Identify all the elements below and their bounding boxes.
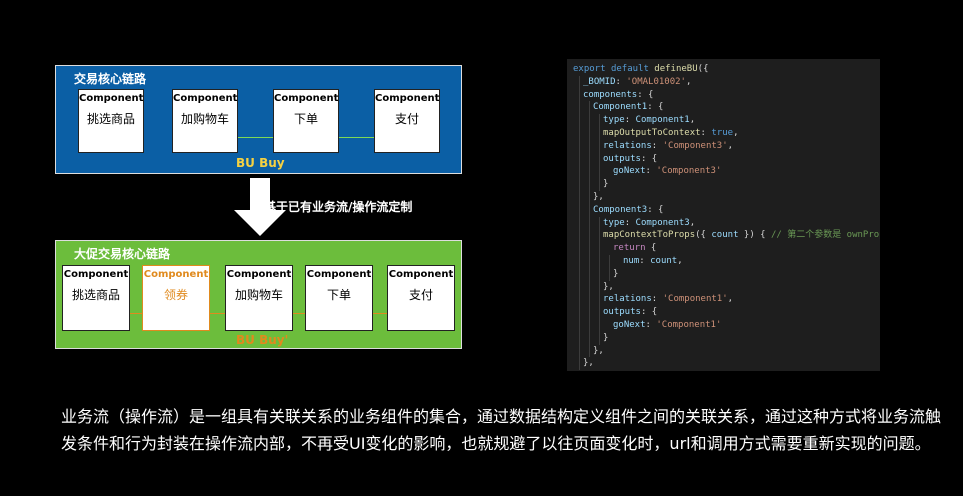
code-line: return {: [613, 243, 657, 254]
component-box: Component 领券: [142, 265, 210, 331]
component-header: Component: [274, 93, 339, 104]
component-header: Component: [173, 93, 238, 104]
component-label: 支付: [394, 112, 419, 126]
code-line: relations: 'Component3',: [603, 140, 734, 151]
code-line: },: [593, 192, 604, 202]
component-box: Component 支付: [374, 89, 440, 153]
code-line: export default defineBU({: [573, 64, 709, 74]
indent-guide: [589, 101, 590, 358]
code-line: _BOMID: 'OMAL01002',: [583, 76, 692, 87]
component-label: 支付: [408, 288, 433, 302]
code-line: mapOutputToContext: true,: [603, 128, 739, 138]
component-header: Component: [388, 269, 454, 280]
code-line: }: [603, 179, 609, 190]
code-line: num: count,: [623, 256, 683, 266]
component-label: 领券: [163, 288, 188, 302]
indent-guide: [579, 75, 580, 371]
component-header: Component: [143, 269, 209, 280]
indent-guide: [599, 114, 600, 191]
code-line: components: {: [583, 89, 654, 100]
code-line: type: Component3,: [603, 217, 696, 228]
code-line: Component3: {: [593, 204, 664, 215]
component-label: 下单: [293, 112, 318, 126]
component-box: Component 挑选商品: [78, 89, 144, 153]
bottom-bu-label: BU Buy': [236, 333, 289, 347]
code-line: }: [613, 268, 619, 279]
component-box: Component 挑选商品: [62, 265, 130, 331]
component-label: 加购物车: [234, 288, 283, 302]
code-line: mapContextToProps({ count }) { // 第二个参数是…: [603, 230, 880, 241]
bottom-panel-title: 大促交易核心链路: [74, 247, 171, 261]
code-line: outputs: {: [603, 153, 658, 164]
code-line: goNext: 'Component3': [613, 166, 722, 177]
component-label: 挑选商品: [71, 288, 120, 302]
down-arrow-icon: [234, 178, 286, 236]
component-box: Component 支付: [387, 265, 455, 331]
top-panel-title: 交易核心链路: [74, 72, 147, 86]
description-text: 业务流（操作流）是一组具有关联关系的业务组件的集合，通过数据结构定义组件之间的关…: [61, 407, 942, 453]
component-box: Component 加购物车: [172, 89, 238, 153]
indent-guide: [599, 216, 600, 345]
code-line: },: [593, 345, 604, 356]
code-line: Component1: {: [593, 102, 664, 113]
component-label: 挑选商品: [86, 112, 135, 126]
component-box: Component 下单: [305, 265, 373, 331]
component-label: 下单: [326, 288, 351, 302]
component-header: Component: [306, 269, 372, 280]
component-header: Component: [375, 93, 440, 104]
component-box: Component 加购物车: [225, 265, 293, 331]
component-box: Component 下单: [273, 89, 339, 153]
component-header: Component: [226, 269, 292, 280]
component-header: Component: [63, 269, 129, 280]
code-line: type: Component1,: [603, 115, 696, 126]
component-header: Component: [79, 93, 144, 104]
code-line: goNext: 'Component1': [613, 320, 722, 330]
code-line: }: [603, 332, 609, 343]
code-line: relations: 'Component1',: [603, 294, 734, 305]
code-snippet: export default defineBU({ _BOMID: 'OMAL01…: [567, 59, 880, 371]
code-line: },: [603, 281, 614, 292]
code-line: outputs: {: [603, 307, 658, 318]
indent-guide: [609, 255, 610, 281]
component-label: 加购物车: [180, 112, 229, 126]
arrow-caption: 基于已有业务流/操作流定制: [264, 200, 413, 214]
code-line: },: [583, 358, 594, 369]
top-bu-label: BU Buy: [236, 156, 285, 170]
